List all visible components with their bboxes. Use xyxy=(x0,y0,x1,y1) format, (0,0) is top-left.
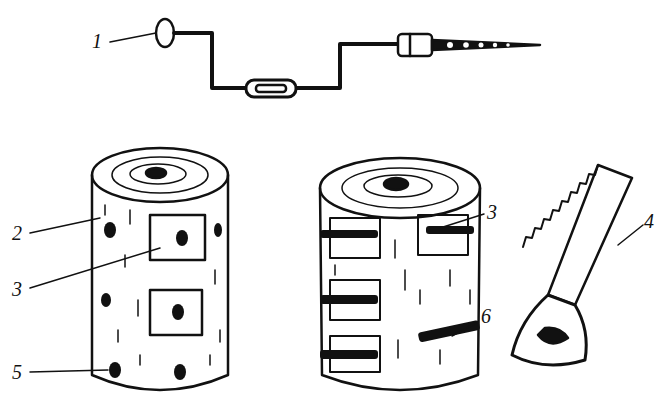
log-with-slots xyxy=(320,158,480,390)
log-with-square-patches xyxy=(92,148,228,390)
callout-number: 4 xyxy=(644,211,654,231)
leader-lines xyxy=(30,33,643,372)
callout-number: 3 xyxy=(487,202,497,222)
callout-number: 2 xyxy=(12,223,22,243)
hand-saw xyxy=(512,165,632,365)
callout-number: 1 xyxy=(92,31,102,51)
callout-number: 6 xyxy=(481,306,491,326)
hand-brace xyxy=(156,19,540,97)
callout-number: 5 xyxy=(12,362,22,382)
callout-number: 3 xyxy=(12,279,22,299)
